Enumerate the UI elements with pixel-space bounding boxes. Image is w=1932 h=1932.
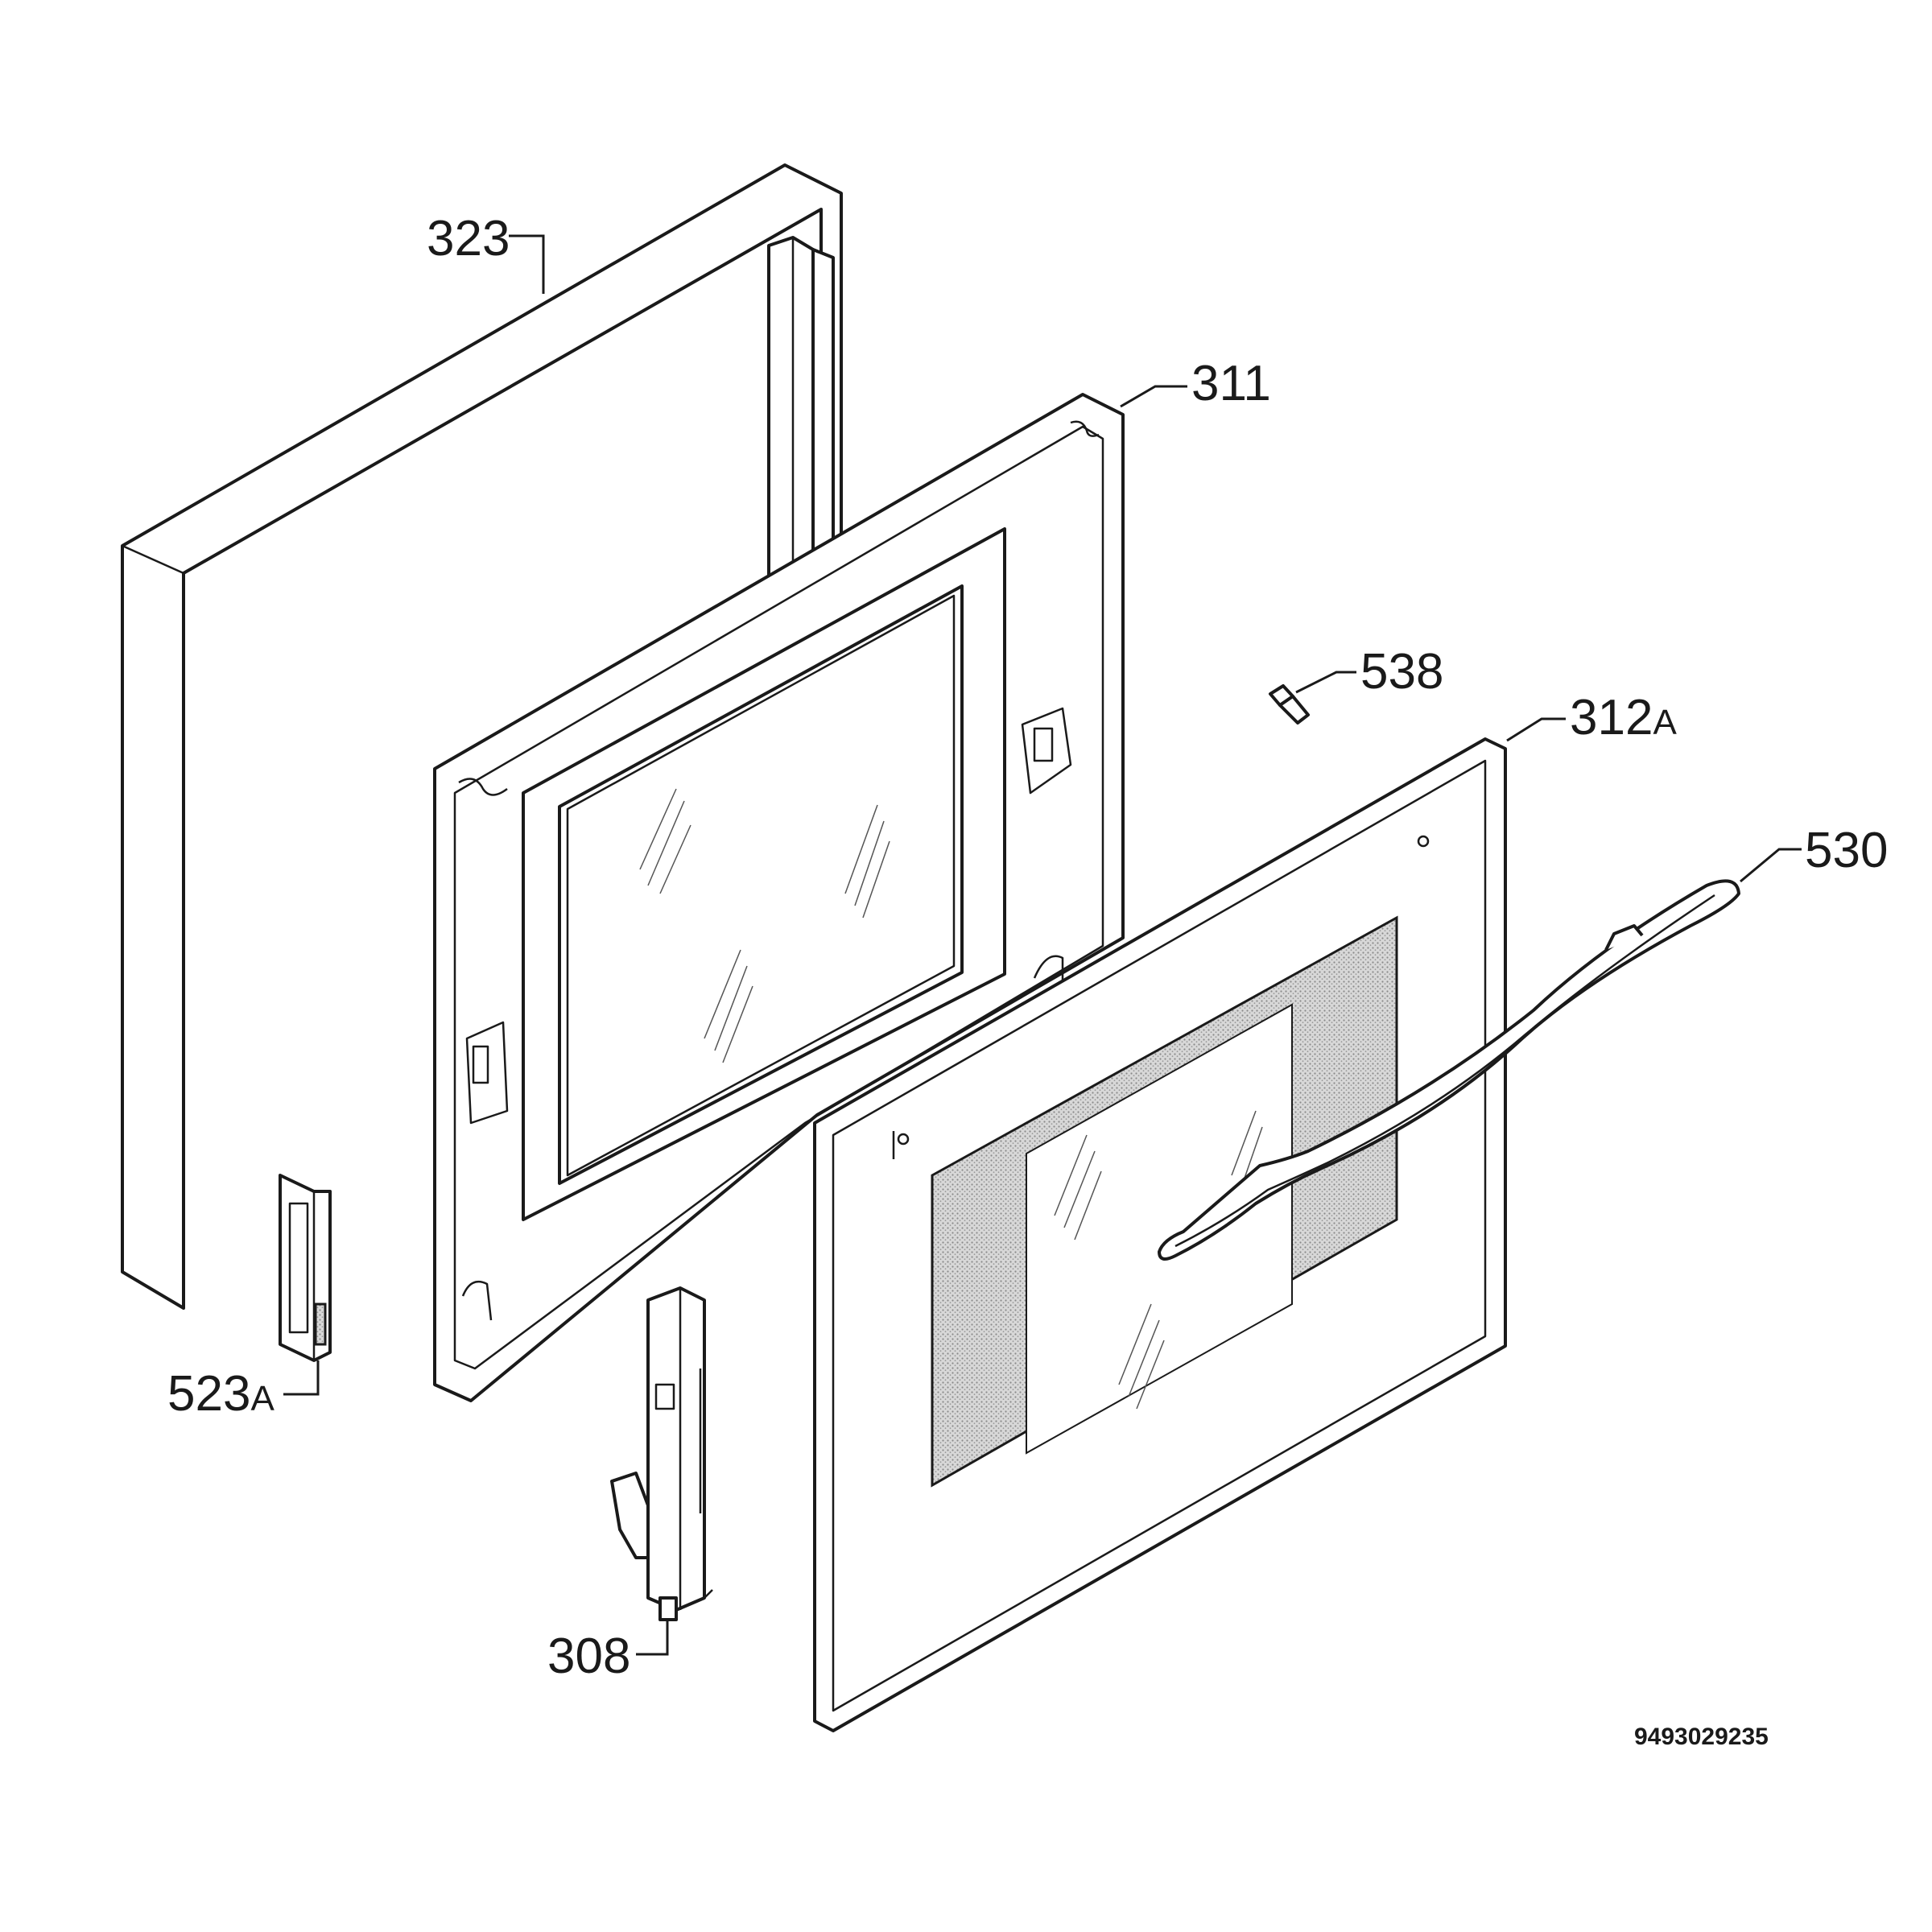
part-538-screw	[1269, 684, 1310, 724]
callout-323: 323	[427, 211, 510, 266]
leader-lines	[283, 234, 1802, 1656]
callout-311: 311	[1191, 356, 1271, 411]
callout-308: 308	[547, 1629, 630, 1684]
part-523a-hinge-catch	[279, 1174, 332, 1362]
callout-312a-number: 312	[1570, 690, 1653, 745]
callout-523a-number: 523	[167, 1366, 250, 1422]
callout-523a-suffix: A	[250, 1379, 275, 1418]
callout-312a: 312A	[1570, 690, 1677, 745]
callout-312a-suffix: A	[1653, 703, 1677, 742]
part-308-hinge	[610, 1286, 713, 1621]
part-530-handle	[1158, 879, 1740, 1261]
callout-538: 538	[1360, 644, 1443, 700]
callout-530: 530	[1805, 823, 1888, 878]
callout-523a: 523A	[167, 1366, 275, 1422]
part-312a-outer-door	[813, 737, 1507, 1732]
document-id: 9493029235	[1634, 1724, 1769, 1750]
part-311-inner-panel	[433, 393, 1125, 1402]
